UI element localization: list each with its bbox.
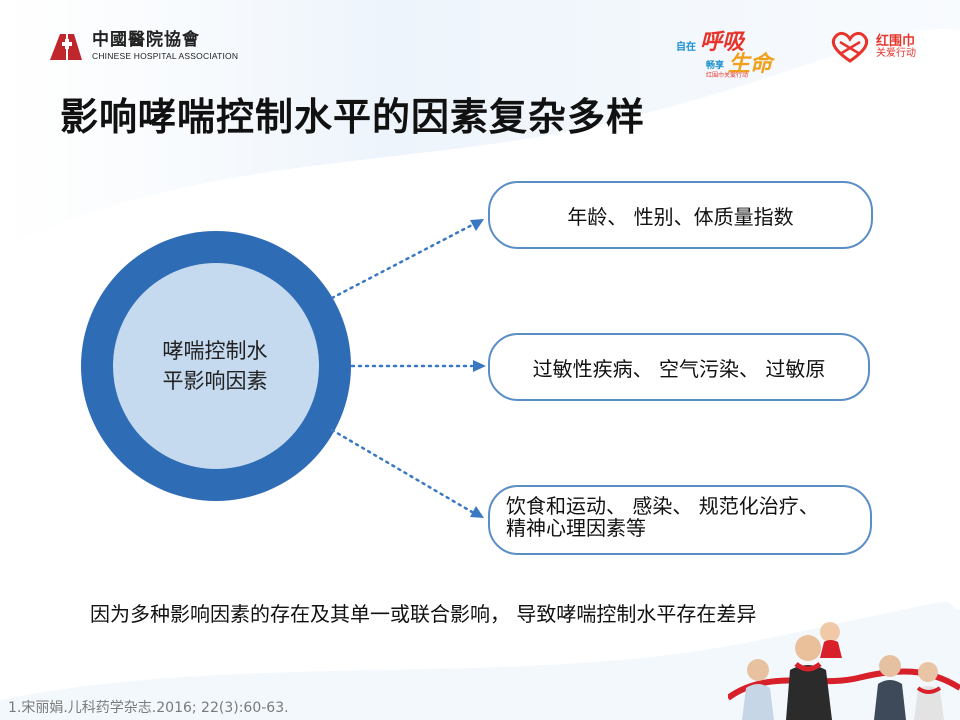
slide-title: 影响哮喘控制水平的因素复杂多样 — [60, 95, 646, 139]
arrow-head-1 — [470, 219, 484, 231]
conclusion-text: 因为多种影响因素的存在及其单一或联合影响， 导致哮喘控制水平存在差异 — [90, 602, 757, 626]
arrow-head-3 — [470, 506, 484, 518]
heart-knot-icon — [831, 31, 869, 63]
center-label-line2: 平影响因素 — [162, 369, 268, 393]
red-scarf-logo: 红围巾 关爱行动 — [828, 30, 916, 64]
factor-box-3: 饮食和运动、 感染、 规范化治疗、 精神心理因素等 — [488, 485, 872, 555]
factor-text-2: 过敏性疾病、 空气污染、 过敏原 — [532, 356, 826, 381]
hospital-association-name-en: CHINESE HOSPITAL ASSOCIATION — [92, 50, 239, 61]
campaign-logo-text-a: 自在 — [676, 42, 696, 53]
hospital-association-emblem-icon — [50, 34, 82, 60]
campaign-logo-text-b: 呼吸 — [700, 30, 745, 55]
center-label: 哮喘控制水 平影响因素 — [140, 336, 290, 396]
hospital-association-name-cn: 中國醫院協會 — [92, 29, 200, 50]
citation-text: 1.宋丽娟.儿科药学杂志.2016; 22(3):60-63. — [8, 700, 289, 716]
red-scarf-logo-line1: 红围巾 — [876, 33, 916, 49]
campaign-logo-text-c: 畅享 — [706, 61, 725, 71]
factor-text-1: 年龄、 性别、体质量指数 — [567, 204, 794, 229]
breathe-campaign-logo: 自在 呼吸 畅享 生命 红围巾关爱行动 — [676, 24, 790, 80]
hospital-association-logo: 中國醫院協會 CHINESE HOSPITAL ASSOCIATION — [46, 30, 238, 62]
factor-text-3-line2: 精神心理因素等 — [506, 516, 646, 540]
family-photo — [728, 622, 960, 720]
factor-box-1: 年龄、 性别、体质量指数 — [488, 181, 873, 249]
factor-text-3-line1: 饮食和运动、 感染、 规范化治疗、 — [506, 494, 819, 518]
red-scarf-logo-line2: 关爱行动 — [876, 47, 916, 59]
center-inner-circle — [113, 263, 319, 469]
factor-box-2: 过敏性疾病、 空气污染、 过敏原 — [488, 333, 870, 401]
campaign-logo-text-d: 生命 — [728, 52, 773, 77]
campaign-logo-text-e: 红围巾关爱行动 — [706, 72, 749, 79]
arrow-line-3 — [330, 428, 474, 514]
arrow-line-1 — [330, 223, 474, 300]
center-label-line1: 哮喘控制水 — [162, 339, 268, 363]
arrow-head-2 — [473, 360, 486, 372]
